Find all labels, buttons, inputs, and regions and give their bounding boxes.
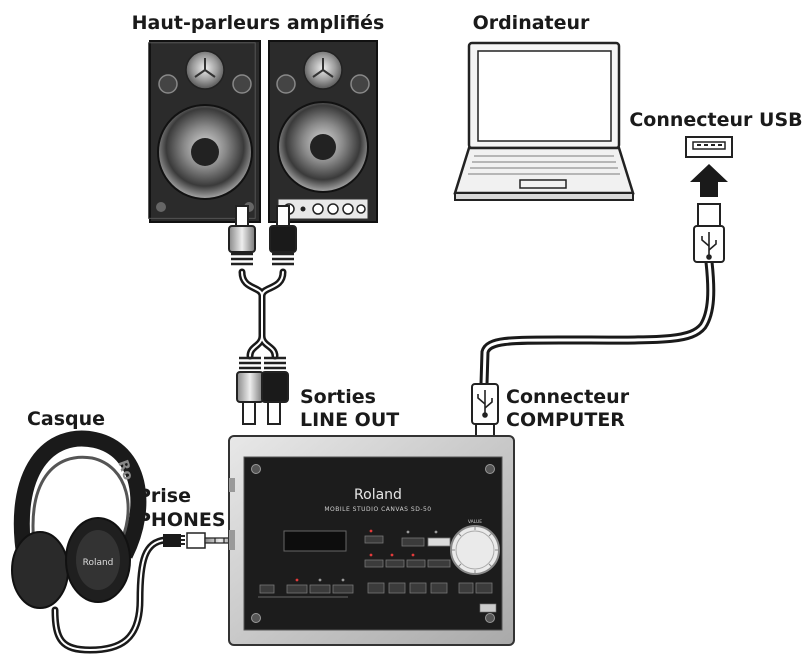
value-dial: VALUE bbox=[450, 519, 500, 575]
line-out-label-1: Sorties bbox=[300, 386, 376, 408]
device-brand: Roland bbox=[354, 487, 402, 503]
computer-label: Ordinateur bbox=[473, 12, 590, 34]
laptop-computer bbox=[453, 41, 635, 201]
rca-cable bbox=[238, 268, 287, 360]
insert-arrow-icon bbox=[690, 164, 728, 197]
device-display bbox=[283, 530, 347, 552]
phones-jack-label-1: Prise bbox=[137, 485, 191, 507]
usb-symbol-icon-2 bbox=[477, 390, 493, 418]
svg-text:Ro: Ro bbox=[114, 458, 136, 483]
speaker-left bbox=[148, 40, 261, 223]
phone-plug bbox=[163, 532, 237, 549]
rca-plug-top-right bbox=[269, 205, 297, 266]
computer-connector-label-2: COMPUTER bbox=[506, 409, 625, 431]
headphones-label: Casque bbox=[27, 408, 105, 430]
usb-plug-top bbox=[693, 203, 725, 263]
speaker-right bbox=[268, 40, 378, 223]
headphone-brand: Roland bbox=[83, 558, 114, 568]
dial-label: VALUE bbox=[468, 519, 482, 525]
phones-jack-label-2: PHONES bbox=[137, 509, 226, 531]
device-model: MOBILE STUDIO CANVAS SD-50 bbox=[324, 506, 431, 513]
rca-plug-top-left bbox=[228, 205, 256, 266]
usb-port bbox=[685, 136, 733, 158]
usb-connector-label: Connecteur USB bbox=[629, 109, 802, 131]
headphone-cable bbox=[51, 536, 169, 654]
line-out-label-2: LINE OUT bbox=[300, 409, 399, 431]
usb-symbol-icon bbox=[701, 232, 717, 260]
sd50-device: Roland MOBILE STUDIO CANVAS SD-50 bbox=[228, 435, 515, 646]
device-buttons bbox=[259, 535, 493, 594]
headphones: Roland Ro bbox=[11, 430, 147, 609]
device-leds bbox=[295, 529, 438, 582]
computer-connector-label-1: Connecteur bbox=[506, 386, 630, 408]
usb-cable bbox=[479, 257, 716, 389]
usb-plug-bottom bbox=[471, 383, 499, 439]
speakers-label: Haut-parleurs amplifiés bbox=[132, 12, 385, 34]
rca-plug-bottom-left bbox=[236, 356, 264, 425]
rca-plug-bottom-right bbox=[261, 356, 289, 425]
